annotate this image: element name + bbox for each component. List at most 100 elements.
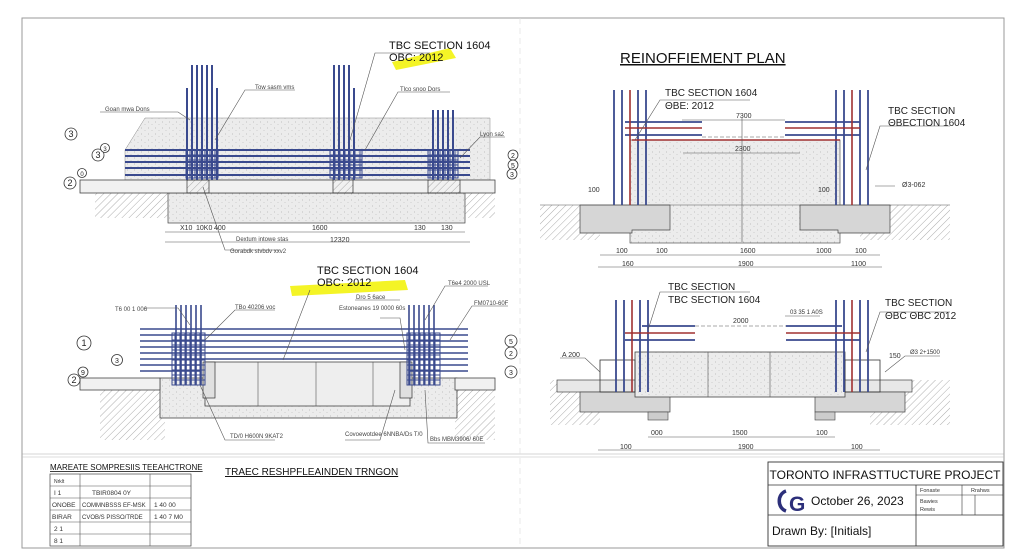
- callout-label: Dextum intowe stas: [236, 237, 288, 243]
- callout-label: TD/0 H600N 9KAT2: [230, 434, 284, 440]
- callout-label: Tlco snoo Dors: [400, 87, 440, 93]
- main-title: REINOFFIEMENT PLAN: [620, 50, 786, 67]
- date-text: October 26, 2023: [811, 494, 904, 508]
- table-title: MAREATE SOMPRESIIS TEEAHCTRONE: [50, 463, 203, 472]
- drawn-by-text: Drawn By: [Initials]: [772, 524, 871, 538]
- dim-text: 100: [588, 187, 600, 194]
- highlight-mark: [392, 48, 456, 70]
- dim-text: 2300: [735, 146, 751, 153]
- dim-text: 1900: [738, 261, 754, 268]
- code-reference: ΘBC ΘBC 2012: [885, 311, 957, 322]
- code-reference: OBC: 2012: [317, 277, 371, 289]
- title-block-field: Bawies: [920, 499, 938, 505]
- callout-label: Estoneanes 19 0000 60s: [339, 306, 405, 312]
- title-block-field: Rewis: [920, 507, 935, 513]
- dim-text: 100: [656, 248, 668, 255]
- bubble-label: 2: [511, 153, 515, 160]
- dim-text: 03 35 1 A0S: [790, 310, 823, 316]
- dim-text: 100: [818, 187, 830, 194]
- table-cell: 1 40 00: [154, 502, 176, 509]
- table-header: Nrklt: [54, 479, 65, 485]
- bubble-label: 1: [81, 338, 86, 348]
- table-cell: 2 1: [54, 526, 63, 533]
- callout-label: Gorabdk stvbdv xxv2: [230, 249, 287, 255]
- bubble-label: 3: [509, 370, 513, 377]
- dim-text: 000: [651, 430, 663, 437]
- section-caption: TRAEC RESHPFLEAINDEN TRNGON: [225, 467, 398, 478]
- title-block-field: Rrahws: [971, 488, 990, 494]
- table-cell: I 1: [54, 490, 62, 497]
- code-reference: TBC SECTION: [668, 282, 735, 293]
- table-cell: 8 1: [54, 538, 63, 545]
- dim-text: A 200: [562, 352, 580, 359]
- bubble-label: 2: [509, 351, 513, 358]
- code-reference: OBC: 2012: [389, 52, 443, 64]
- title-block-field: Fonaste: [920, 488, 940, 494]
- dim-text: 130: [414, 225, 426, 232]
- bubble-label: 2: [67, 178, 72, 188]
- callout-label: Goan mwa Dons: [105, 107, 150, 113]
- dim-text: 1900: [738, 444, 754, 451]
- dim-text: 1600: [312, 225, 328, 232]
- dim-text: 1000: [816, 248, 832, 255]
- dim-text: 1100: [851, 261, 866, 268]
- dim-text: 130: [441, 225, 453, 232]
- code-reference: TBC SECTION: [885, 298, 952, 309]
- dim-text: 100: [855, 248, 867, 255]
- section-d-drawing: 2000 03 35 1 A0S A 200 150 Ø3 2+1500 000…: [550, 282, 957, 451]
- code-reference: TBC SECTION 1604: [317, 265, 418, 277]
- bubble-label: 3: [103, 147, 107, 153]
- dim-text: Ø3-062: [902, 182, 925, 189]
- table-cell: COMMNBSSS EF-MSK: [82, 503, 146, 509]
- bubble-label: 0: [80, 172, 84, 178]
- dim-text: 10K0: [196, 225, 212, 232]
- callout-label: T6 00 1 006: [115, 307, 148, 313]
- dim-text: 2000: [733, 318, 749, 325]
- section-c-drawing: REINOFFIEMENT PLAN 7300 2300 100 100 Ø3-…: [540, 50, 966, 268]
- code-reference: TBC SECTION 1604: [665, 88, 758, 99]
- bubble-label: 5: [511, 163, 515, 170]
- code-reference: TBC SECTION 1604: [668, 295, 761, 306]
- section-b-drawing: TBC SECTION 1604 OBC: 2012 T6 00 1 006 T…: [67, 265, 518, 444]
- dim-text: 100: [616, 248, 628, 255]
- project-title: TORONTO INFRASTTUCTURE PROJECT: [770, 468, 1002, 482]
- table-cell: BIRAR: [52, 514, 72, 521]
- sheet-border: [21, 17, 1005, 549]
- callout-label: FM0710-60F: [474, 301, 509, 307]
- svg-text:G: G: [789, 493, 805, 516]
- callout-label: Dro 5 6ace: [356, 295, 386, 301]
- dim-text: Ø3 2+1500: [910, 350, 941, 356]
- highlight-mark: [290, 280, 408, 296]
- dim-text: X10: [180, 225, 193, 232]
- bubble-label: 3: [68, 129, 73, 139]
- callout-label: Lyon sa2: [480, 132, 505, 138]
- bubble-label: 3: [95, 150, 100, 160]
- company-logo: G: [777, 489, 805, 516]
- table-cell: ONOBE: [52, 502, 76, 509]
- bubble-label: 3: [510, 172, 514, 179]
- bubble-label: 9: [81, 370, 85, 377]
- callout-label: Covoewotdee 6NNBA/Ds T/0: [345, 432, 423, 438]
- dim-text: 12320: [330, 237, 350, 244]
- table-cell: TBIR0804 0Y: [92, 490, 132, 497]
- dim-text: 7300: [736, 113, 752, 120]
- code-reference: ΘBE: 2012: [665, 101, 714, 112]
- title-block: TORONTO INFRASTTUCTURE PROJECT G October…: [767, 461, 1004, 547]
- dim-text: 160: [622, 261, 634, 268]
- dim-text: 1500: [732, 430, 748, 437]
- code-reference: TBC SECTION 1604: [389, 40, 490, 52]
- table-cell: 1 40 7 M0: [154, 514, 183, 521]
- code-reference: TBC SECTION: [888, 106, 955, 117]
- dim-text: 400: [214, 225, 226, 232]
- dim-text: 100: [851, 444, 863, 451]
- bubble-label: 5: [509, 339, 513, 346]
- code-reference: ΘBECTION 1604: [888, 118, 966, 129]
- material-table: MAREATE SOMPRESIIS TEEAHCTRONE Nrklt I 1…: [49, 463, 203, 547]
- callout-label: Tow sasm vms: [255, 85, 294, 91]
- bubble-label: 2: [71, 375, 76, 385]
- dim-text: 150: [889, 353, 901, 360]
- dim-text: 100: [816, 430, 828, 437]
- callout-label: TBo 40206 voc: [235, 305, 275, 311]
- callout-label: Bbs MBM3906/ 60E: [430, 437, 483, 443]
